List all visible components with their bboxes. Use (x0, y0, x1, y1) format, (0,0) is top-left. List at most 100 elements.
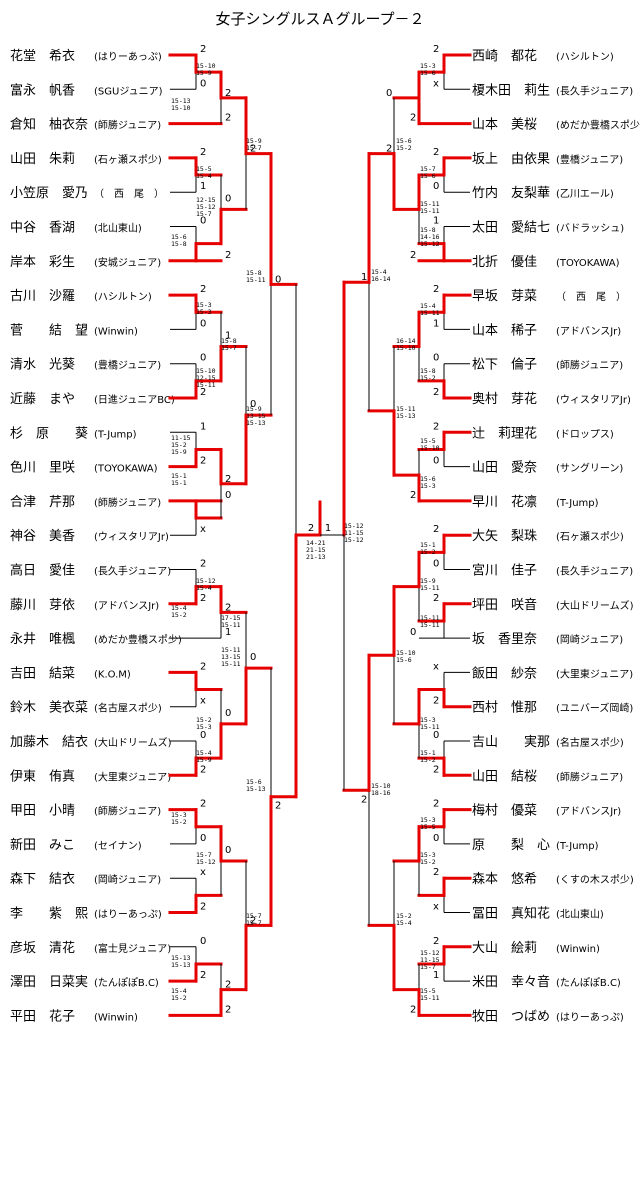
left-round3-mark: 0 (250, 399, 256, 410)
left-result-mark: 2 (200, 147, 206, 158)
right-player-team: (T-Jump) (556, 498, 599, 509)
right-score: 15-6 (420, 69, 436, 77)
right-player-team: (豊橋ジュニア) (556, 153, 623, 166)
left-result-mark: 2 (225, 250, 231, 261)
left-player-name: 森下 結衣 (10, 871, 75, 887)
left-round2-mark: 2 (225, 602, 231, 613)
left-score: 15-2 (171, 441, 187, 449)
left-player-name: 甲田 小晴 (10, 804, 75, 819)
left-score: 15-7 (196, 851, 212, 859)
right-score: 15-12 (344, 522, 364, 530)
left-player-team: (富士見ジュニア) (94, 942, 171, 955)
right-player-team: (大山ドリームズ) (556, 599, 634, 612)
right-player-team: (師勝ジュニア) (556, 359, 623, 372)
left-player-name: 藤川 芽依 (10, 598, 75, 613)
right-score: 15-12 (420, 949, 440, 957)
right-score: 15-11 (420, 584, 440, 592)
right-player-name: 奥村 芽花 (472, 391, 537, 407)
right-result-mark: 0 (410, 627, 416, 638)
left-score: 15-10 (196, 367, 216, 375)
right-player-name: 大矢 梨珠 (472, 529, 537, 544)
left-round2-mark: 1 (225, 331, 231, 342)
left-result-mark: x (200, 524, 206, 535)
left-result-mark: 2 (225, 113, 231, 124)
left-player-name: 近藤 まや (10, 392, 75, 407)
left-result-mark: 1 (200, 181, 206, 192)
left-player-name: 岸本 彩生 (10, 255, 75, 270)
left-player-team: (日進ジュニアBC) (94, 394, 175, 406)
left-score: 15-13 (246, 785, 266, 793)
right-round3-mark: 2 (386, 144, 392, 155)
left-score: 15-9 (196, 69, 212, 77)
left-round2-mark: 2 (225, 474, 231, 485)
right-player-name: 山本 美桜 (472, 118, 537, 133)
right-player-name: 牧田 つばめ (472, 1009, 550, 1024)
right-result-mark: 2 (433, 696, 439, 707)
left-player-name: 永井 唯楓 (10, 632, 75, 647)
left-player-name: 高日 愛佳 (10, 563, 75, 579)
right-score: 15-3 (420, 716, 436, 724)
right-score: 15-2 (396, 912, 412, 920)
left-score: 15-13 (171, 961, 191, 969)
right-score: 15-7 (420, 963, 436, 971)
right-score: 15-6 (396, 137, 412, 145)
right-player-team: (石ヶ瀬スポ少) (556, 531, 624, 543)
left-score: 15-4 (196, 172, 212, 180)
left-score: 15-3 (196, 308, 212, 316)
left-player-team: (ウィスタリアJr) (94, 531, 169, 543)
left-round2-mark: 2 (225, 980, 231, 991)
right-player-team: (ハシルトン) (556, 52, 614, 63)
left-player-team: （ 西 尾 ） (94, 188, 164, 200)
final-score: 21-15 (306, 546, 326, 554)
right-player-name: 早坂 芽菜 (472, 289, 537, 304)
right-player-team: (乙川エール) (556, 188, 614, 200)
right-player-name: 山本 稀子 (472, 323, 537, 338)
left-player-name: 菅 結 望 (10, 322, 88, 338)
left-result-mark: 0 (225, 490, 231, 501)
left-player-name: 李 紫 熙 (10, 907, 88, 922)
left-score: 15-10 (196, 62, 216, 70)
left-player-name: 新田 みこ (10, 837, 75, 853)
left-result-mark: 2 (200, 661, 206, 672)
right-score: 15-3 (420, 816, 436, 824)
right-result-mark: 0 (433, 353, 439, 364)
right-player-team: (ドロップス) (556, 428, 614, 440)
left-player-team: (Winwin) (94, 326, 138, 337)
page-title: 女子シングルスＡグループ－２ (215, 10, 425, 28)
right-score: 15-11 (420, 723, 440, 731)
left-score: 15-4 (196, 584, 212, 592)
left-score: 15-4 (196, 749, 212, 757)
right-player-name: 山田 結桜 (472, 769, 537, 784)
left-player-name: 古川 沙羅 (10, 289, 75, 304)
right-player-team: (ユニバーズ岡崎) (556, 702, 633, 715)
right-score: 15-3 (420, 851, 436, 859)
right-player-name: 飯田 紗奈 (472, 666, 537, 681)
left-score: 15-7 (221, 344, 237, 352)
right-result-mark: 2 (433, 284, 439, 295)
right-score: 14-16 (420, 233, 440, 241)
right-result-mark: x (433, 78, 439, 89)
right-score: 15-2 (420, 858, 436, 866)
left-round2-mark: 2 (225, 88, 231, 99)
right-score: 16-14 (371, 275, 391, 283)
left-result-mark: 1 (225, 627, 231, 638)
right-score: 15-9 (420, 577, 436, 585)
left-result-mark: x (200, 867, 206, 878)
left-score: 15-8 (171, 240, 187, 248)
left-score: 15-5 (196, 165, 212, 173)
left-score: 15-13 (171, 954, 191, 962)
right-score: 15-8 (420, 367, 436, 375)
left-score: 15-11 (221, 621, 241, 629)
right-score: 15-11 (420, 621, 440, 629)
right-score: 15-1 (420, 749, 436, 757)
right-result-mark: 2 (410, 113, 416, 124)
right-player-name: 山田 愛奈 (472, 461, 537, 476)
right-player-name: 冨田 真知花 (472, 906, 550, 922)
left-score: 15-8 (221, 337, 237, 345)
right-result-mark: 2 (433, 936, 439, 947)
left-result-mark: 2 (200, 44, 206, 55)
left-player-team: (Winwin) (94, 1012, 138, 1023)
left-round2-mark: 0 (225, 845, 231, 856)
right-player-name: 坂 香里奈 (472, 632, 537, 647)
left-player-team: (T-Jump) (94, 429, 137, 440)
